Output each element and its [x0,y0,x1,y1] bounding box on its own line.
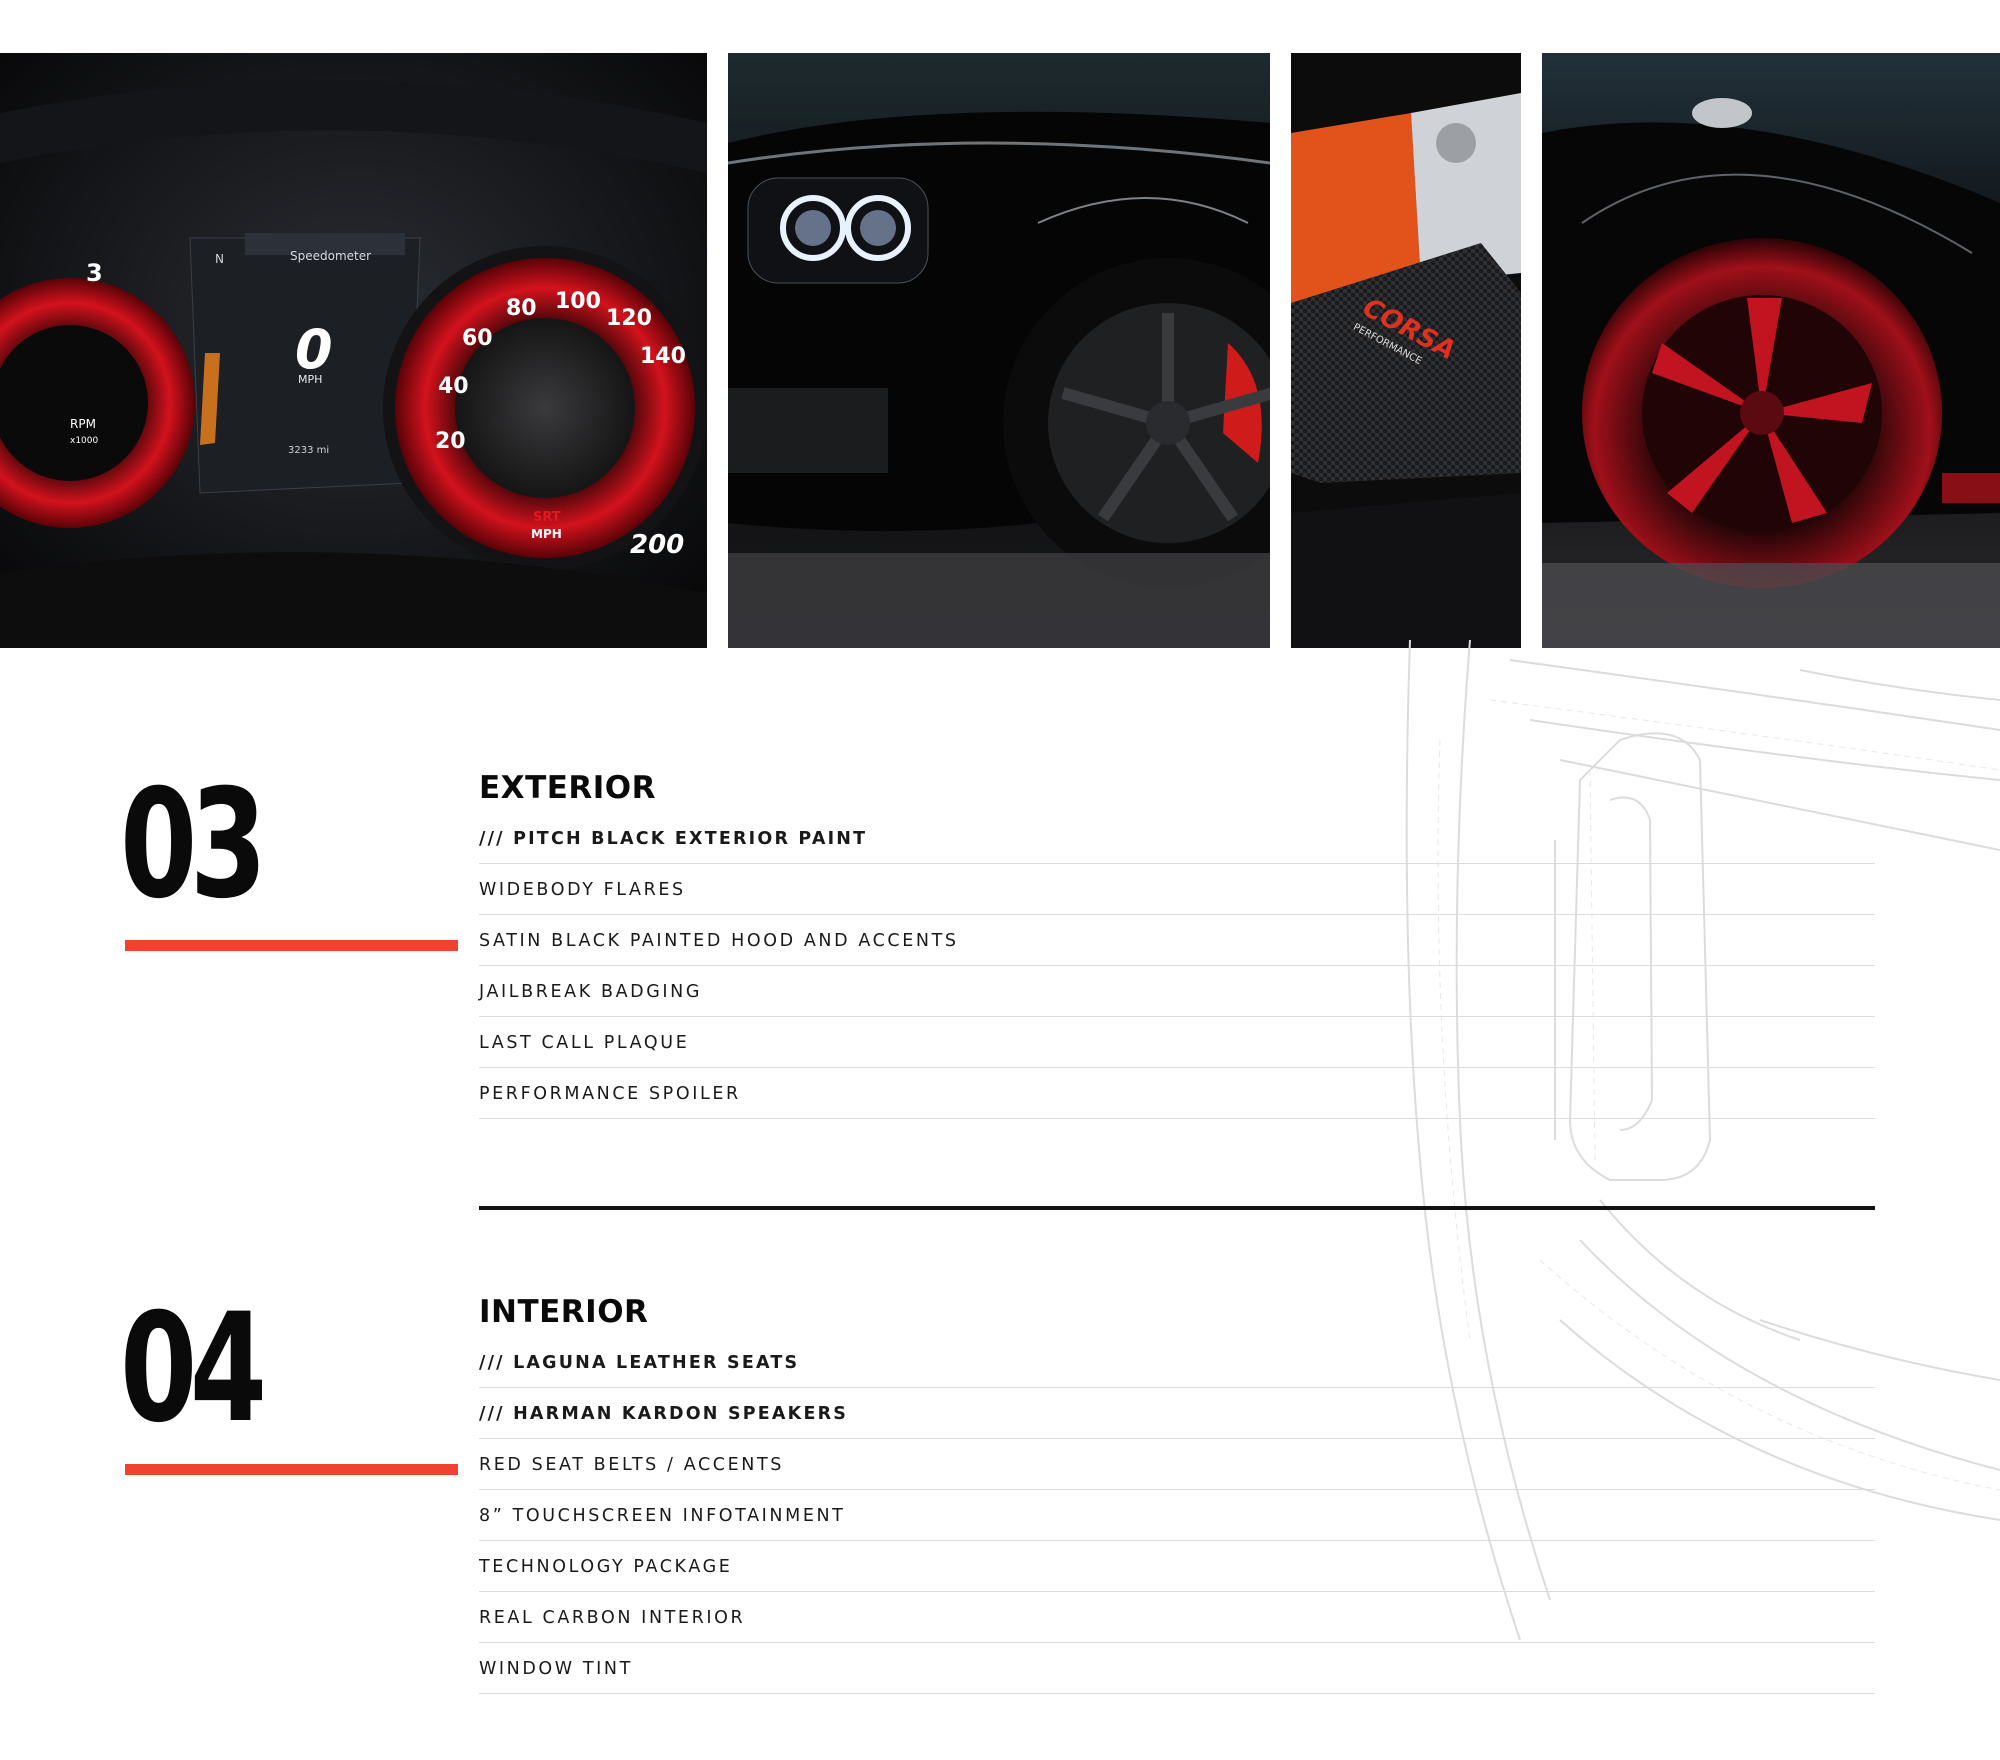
spec-item: WINDOW TINT [479,1643,1875,1694]
odometer: 3233 mi [288,445,329,456]
car-blueprint-watermark [1405,640,2000,1641]
rpm-label: RPM [70,417,96,431]
section-number: 04 [120,1282,267,1456]
spec-item-text: JAILBREAK BADGING [479,982,702,1002]
section-accent-bar [125,1464,458,1475]
spec-list-exterior: /// PITCH BLACK EXTERIOR PAINT WIDEBODY … [479,813,1875,1119]
spec-item: RED SEAT BELTS / ACCENTS [479,1439,1875,1490]
dial-unit: MPH [531,527,562,541]
spec-item: LAST CALL PLAQUE [479,1017,1875,1068]
spec-item: TECHNOLOGY PACKAGE [479,1541,1875,1592]
tick: 80 [506,296,537,321]
spec-item-text: 8” TOUCHSCREEN INFOTAINMENT [479,1506,846,1526]
spec-item: /// LAGUNA LEATHER SEATS [479,1337,1875,1388]
photo-gallery: 3 RPM x1000 Speedometer N 0 MPH 3233 mi … [0,53,2000,648]
digital-speed: 0 [295,318,333,381]
digital-speed-unit: MPH [298,373,322,386]
spec-item: SATIN BLACK PAINTED HOOD AND ACCENTS [479,915,1875,966]
spec-item-text: LAST CALL PLAQUE [479,1033,690,1053]
brand-mark: SRT [533,510,561,525]
photo-front-wheel[interactable] [728,53,1270,648]
tick: 120 [606,306,652,331]
spec-item: JAILBREAK BADGING [479,966,1875,1017]
section-number: 03 [120,758,267,932]
tick: 140 [640,344,686,369]
spec-item-text: WIDEBODY FLARES [479,880,686,900]
tick: 200 [630,530,684,560]
photo-instrument-cluster[interactable]: 3 RPM x1000 Speedometer N 0 MPH 3233 mi … [0,53,707,648]
spec-item-text: PERFORMANCE SPOILER [479,1084,741,1104]
tick: 40 [438,374,469,399]
spec-item: /// HARMAN KARDON SPEAKERS [479,1388,1875,1439]
spec-item: WIDEBODY FLARES [479,864,1875,915]
spec-item: REAL CARBON INTERIOR [479,1592,1875,1643]
spec-item: /// PITCH BLACK EXTERIOR PAINT [479,813,1875,864]
photo-engine-intake[interactable]: CORSA PERFORMANCE [1291,53,1521,648]
tick: 60 [462,326,493,351]
spec-item-text: TECHNOLOGY PACKAGE [479,1557,733,1577]
gear-indicator: N [215,252,224,266]
section-accent-bar [125,940,458,951]
tick: 20 [435,429,466,454]
tick: 100 [555,289,601,314]
spec-item: PERFORMANCE SPOILER [479,1068,1875,1119]
spec-item-text: WINDOW TINT [479,1659,633,1679]
spec-item-text: /// PITCH BLACK EXTERIOR PAINT [479,829,868,849]
spec-item-text: REAL CARBON INTERIOR [479,1608,746,1628]
spec-item-text: SATIN BLACK PAINTED HOOD AND ACCENTS [479,931,959,951]
spec-item: 8” TOUCHSCREEN INFOTAINMENT [479,1490,1875,1541]
speedometer-ticks: 20 40 60 80 100 120 140 200 [435,289,686,560]
rpm-scale: x1000 [70,436,99,446]
cluster-screen-label: Speedometer [290,249,371,263]
spec-item-text: /// LAGUNA LEATHER SEATS [479,1353,800,1373]
section-title: INTERIOR [479,1294,649,1330]
rpm-digit: 3 [86,259,103,287]
spec-item-text: /// HARMAN KARDON SPEAKERS [479,1404,849,1424]
spec-item-text: RED SEAT BELTS / ACCENTS [479,1455,784,1475]
spec-list-interior: /// LAGUNA LEATHER SEATS /// HARMAN KARD… [479,1337,1875,1694]
section-title: EXTERIOR [479,770,657,806]
section-divider [479,1206,1875,1210]
photo-rear-wheel[interactable] [1542,53,2000,648]
